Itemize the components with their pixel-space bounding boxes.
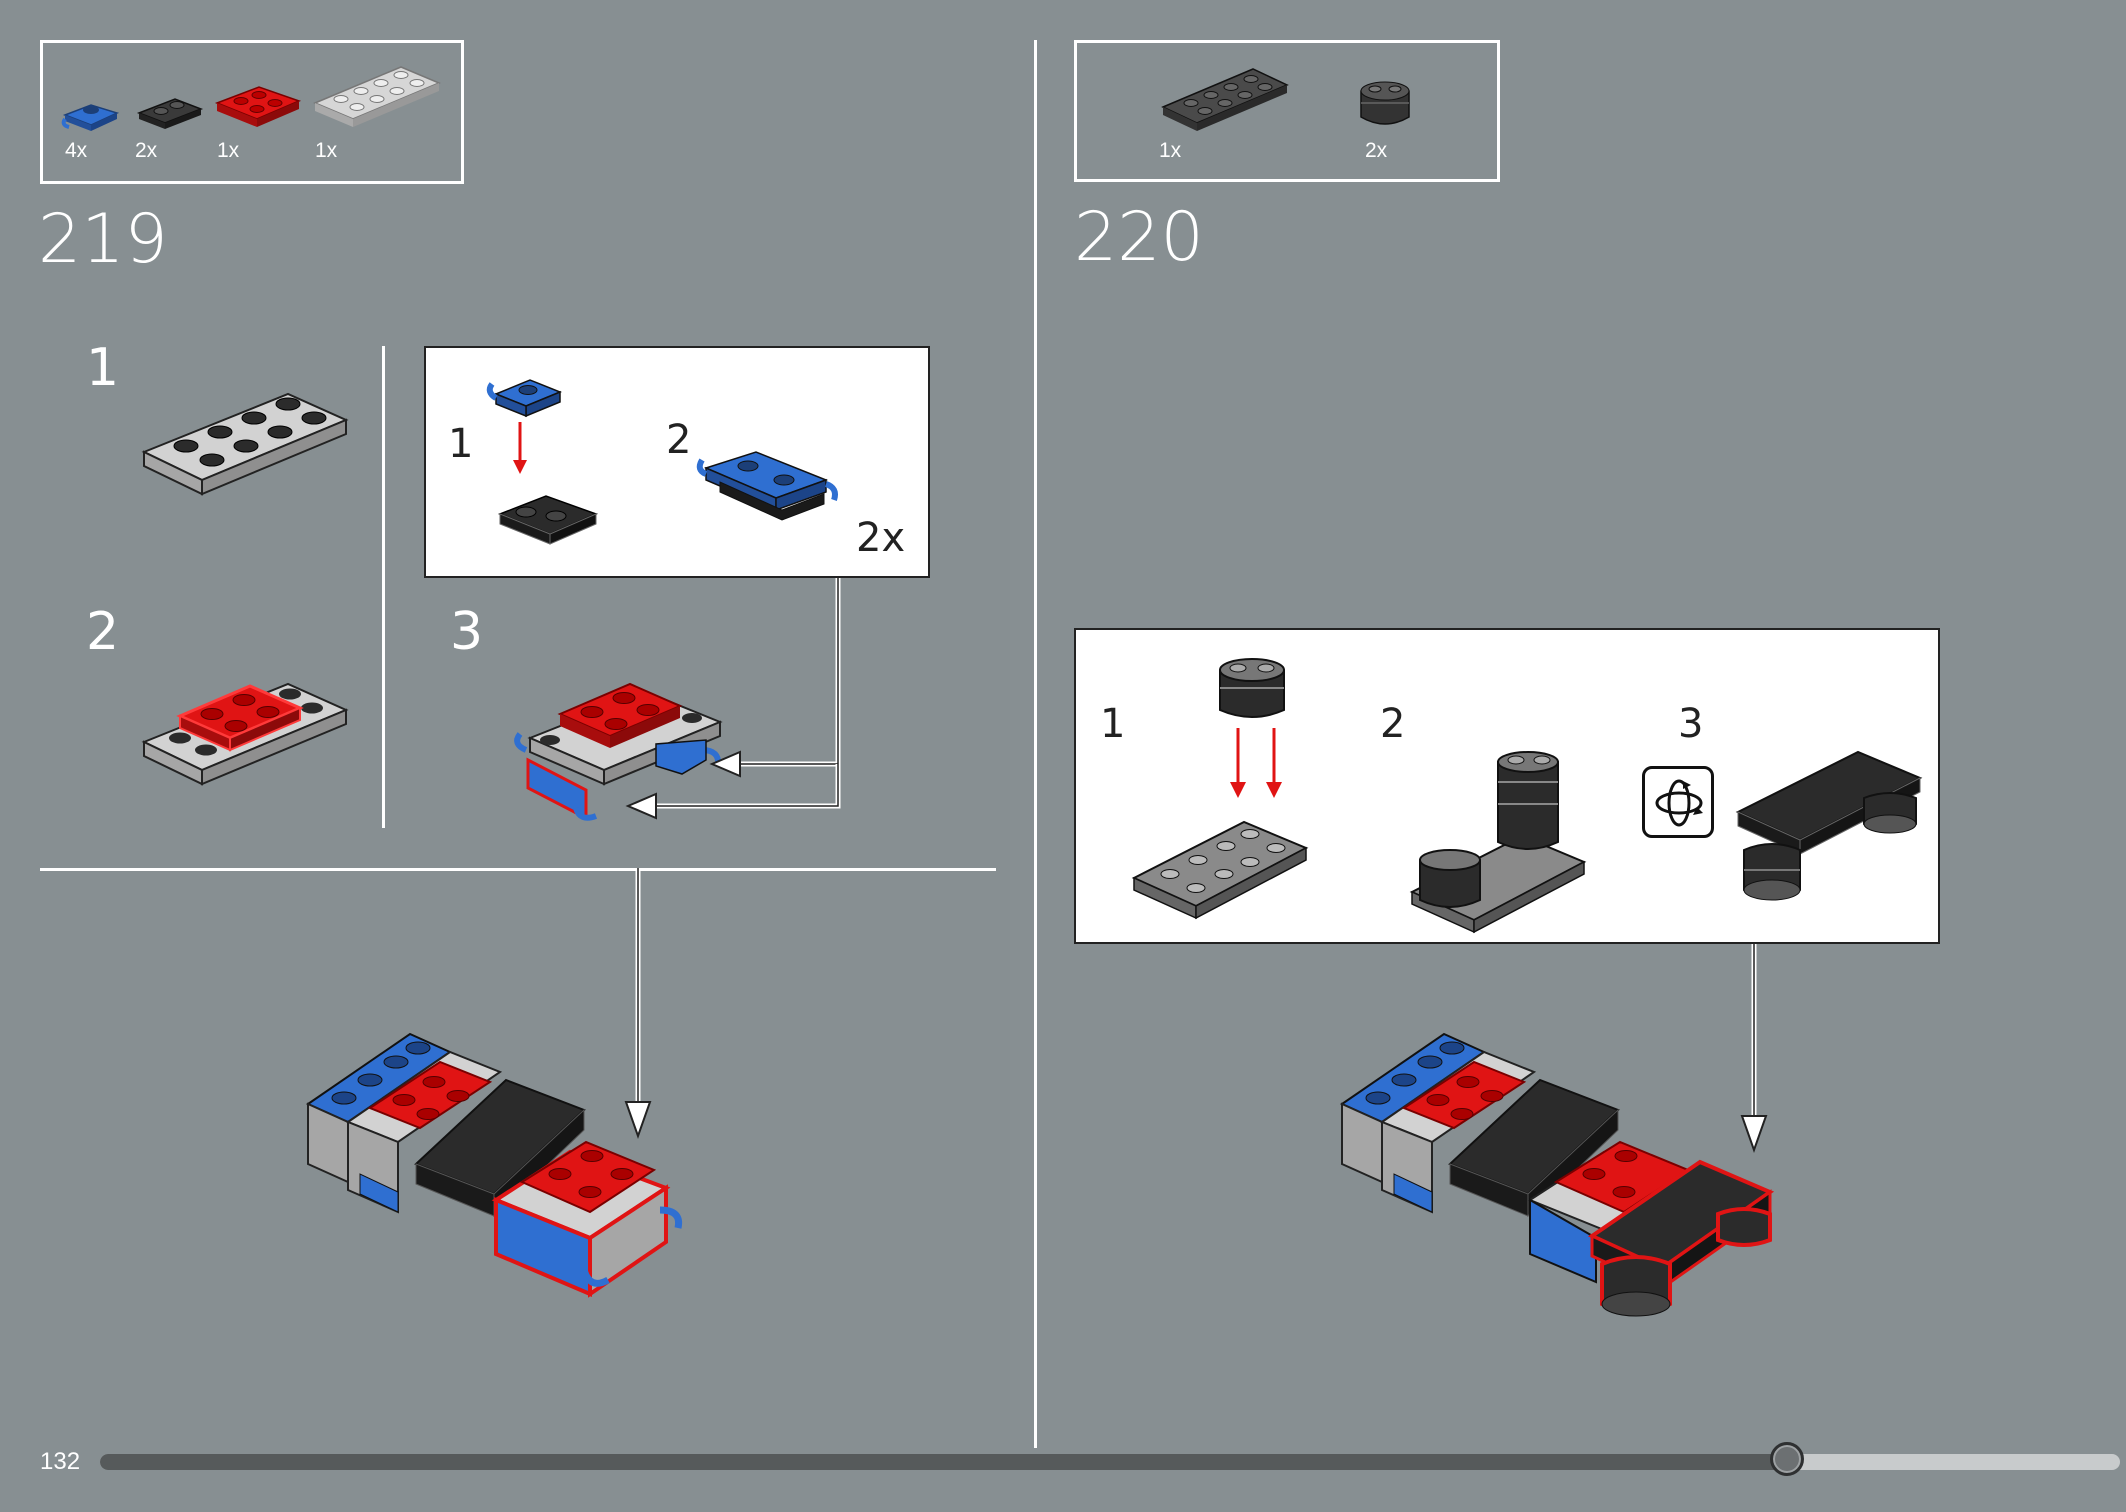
progress-track[interactable] [100,1442,2120,1476]
callout-step-number: 1 [448,421,474,467]
black-plate-1x2-icon [136,98,204,129]
progress-handle[interactable] [1770,1442,1804,1476]
callout-step-number: 2 [1380,701,1406,747]
rotate-arrows-icon [1655,779,1703,827]
part-qty-gray-plate: 1x [315,139,338,162]
page-divider [1034,40,1037,1448]
main-assembly-arrow-219 [624,868,652,1140]
part-qty-black-plate: 2x [135,139,158,162]
main-assembly-arrow-220 [1740,944,1768,1154]
step-number-219: 219 [38,200,168,279]
main-model-step-220 [1339,1032,1775,1317]
flipped-subassembly [1735,750,1923,901]
substep-number: 1 [86,338,120,398]
red-on-gray-assembly [141,682,349,786]
parts-list-step-219: 4x 2x 1x 1x [40,40,464,184]
step-number-220: 220 [1074,198,1204,277]
round-bricks-on-plate [1409,751,1587,934]
rotate-model-icon [1642,766,1714,838]
part-qty-gray-plate: 1x [1159,139,1182,162]
substep-number: 3 [450,602,484,662]
part-qty-round-brick: 2x [1365,139,1388,162]
red-plate-2x2-icon [214,86,302,127]
page-number: 132 [40,1448,81,1475]
callout-multiplier: 2x [856,515,906,561]
substep-divider [382,346,385,828]
gray-plate-2x4-icon [313,66,441,127]
part-qty-red-plate: 1x [217,139,240,162]
blue-clips-on-black-plate [696,451,838,521]
parts-list-step-220: 1x 2x [1074,40,1500,182]
callout-subassembly-219: 1 2 2x [424,346,930,578]
substep-number: 2 [86,602,120,662]
gray-plate-2x4-icon [1161,68,1289,131]
progress-fill [100,1454,1787,1470]
part-qty-blue-clip: 4x [65,139,88,162]
main-model-step-219 [305,1032,683,1298]
callout-subassembly-220: 1 2 3 [1074,628,1940,944]
gray-plate-2x4-assembly [141,392,349,496]
blue-clip-plate-icon [61,104,120,131]
section-divider [40,868,996,871]
callout-step-number: 1 [1100,701,1126,747]
round-bricks-onto-plate [1131,658,1309,920]
callout-step-number: 2 [666,417,692,463]
dark-round-brick-icon [1360,81,1410,125]
callout-step-number: 3 [1678,701,1704,747]
callout-connector-219 [625,578,841,820]
step-219-substep-3-assembly [514,682,723,821]
blue-clip-onto-black-plate [486,379,599,545]
